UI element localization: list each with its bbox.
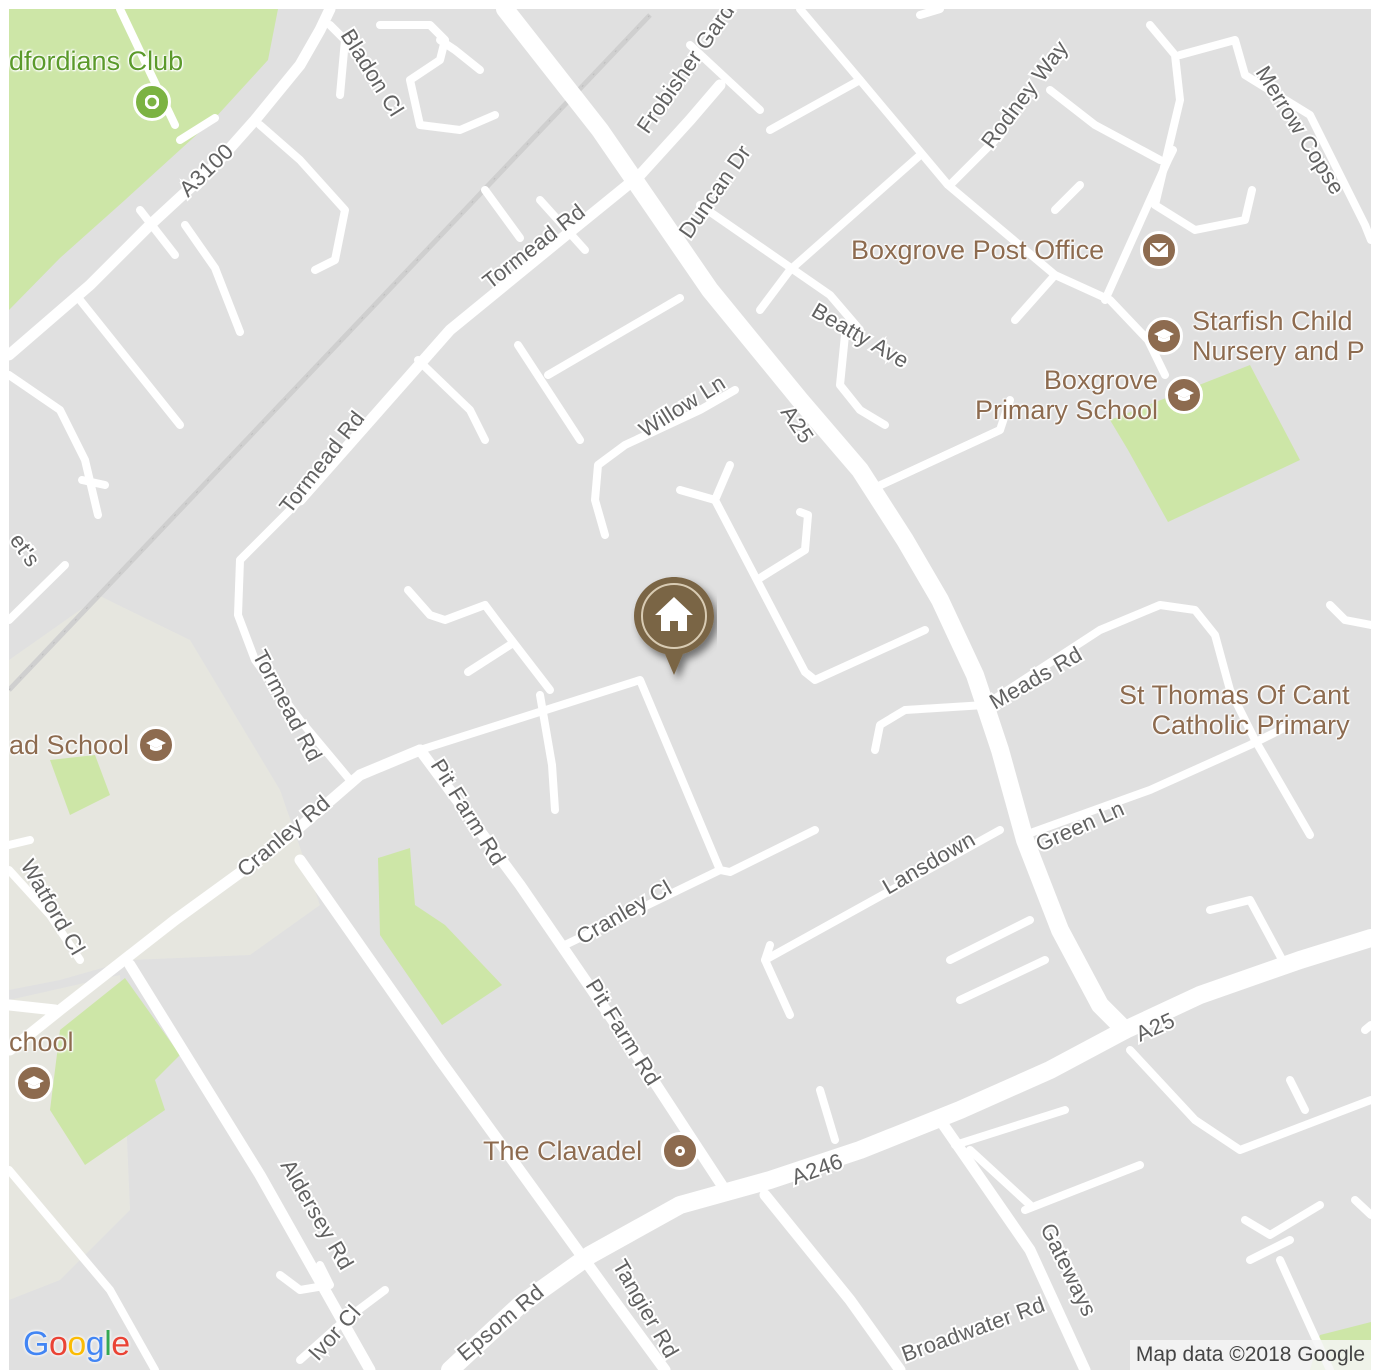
graduation-cap-icon[interactable] — [1145, 317, 1183, 355]
graduation-cap-icon[interactable] — [137, 726, 175, 764]
school-grounds-area — [9, 596, 320, 990]
major-roads — [441, 9, 1371, 1370]
park-pin-icon[interactable] — [133, 83, 171, 121]
google-logo[interactable]: Google — [23, 1325, 130, 1363]
street-label: Meads Rd — [985, 641, 1086, 714]
railway — [9, 13, 652, 692]
street-label: Tormead Rd — [248, 646, 328, 766]
poi-label-line: Starfish Child — [1192, 306, 1353, 336]
graduation-cap-icon[interactable] — [1165, 376, 1203, 414]
street-label: Beatty Ave — [808, 298, 914, 374]
street-label: Lansdown — [878, 826, 979, 899]
park-area — [50, 978, 180, 1165]
street-label: A3100 — [174, 138, 238, 201]
park-area — [1110, 365, 1300, 522]
medium-roads — [9, 9, 1091, 1370]
street-label: Tormead Rd — [478, 199, 590, 294]
street-label: Epsom Rd — [452, 1279, 549, 1366]
graduation-cap-icon[interactable] — [15, 1064, 53, 1102]
street-label: Gateways — [1036, 1219, 1102, 1320]
park-area — [50, 755, 110, 815]
poi-label-boxgrove-primary[interactable]: Boxgrove Primary School — [975, 365, 1158, 425]
street-label: Willow Ln — [634, 370, 729, 443]
street-label: Tormead Rd — [274, 406, 369, 518]
poi-label-starfish-nursery[interactable]: Starfish Child Nursery and P — [1192, 306, 1365, 366]
street-label: Cranley Cl — [572, 875, 676, 950]
street-label: Broadwater Rd — [898, 1292, 1048, 1367]
street-label: Duncan Dr — [674, 140, 756, 243]
generic-poi-icon[interactable] — [661, 1132, 699, 1170]
poi-label-line: St Thomas Of Cant — [1119, 680, 1350, 710]
street-label: et's — [9, 529, 45, 572]
poi-label-tormead-school[interactable]: ad School — [9, 730, 130, 760]
mail-icon[interactable] — [1140, 231, 1178, 269]
poi-label-boxgrove-post-office[interactable]: Boxgrove Post Office — [851, 235, 1105, 265]
park-area — [378, 848, 502, 1025]
park-area — [9, 9, 278, 310]
poi-label-school[interactable]: chool — [9, 1027, 74, 1057]
poi-label-the-clavadel[interactable]: The Clavadel — [483, 1136, 643, 1166]
home-location-marker[interactable] — [631, 575, 717, 687]
poi-label-bedfordians-club[interactable]: dfordians Club — [9, 46, 184, 76]
street-label: Bladon Cl — [336, 24, 409, 120]
poi-label-line: Catholic Primary — [1151, 710, 1350, 740]
poi-label-line: Primary School — [974, 395, 1158, 425]
map-canvas[interactable]: Bladon Cl A3100 Tormead Rd Tormead Rd To… — [9, 9, 1371, 1370]
street-label: Pit Farm Rd — [426, 754, 511, 870]
home-icon — [634, 577, 714, 675]
poi-label-line: Boxgrove — [1043, 365, 1158, 395]
map-attribution[interactable]: Map data ©2018 Google — [1129, 1340, 1371, 1370]
street-label: Pit Farm Rd — [581, 974, 666, 1090]
street-label: Merrow Copse — [1251, 61, 1350, 199]
street-label: A246 — [788, 1148, 846, 1189]
map-base-layer: Bladon Cl A3100 Tormead Rd Tormead Rd To… — [9, 9, 1371, 1370]
poi-label-st-thomas-school[interactable]: St Thomas Of Cant Catholic Primary — [1119, 680, 1350, 740]
poi-label-line: Nursery and P — [1192, 336, 1365, 366]
